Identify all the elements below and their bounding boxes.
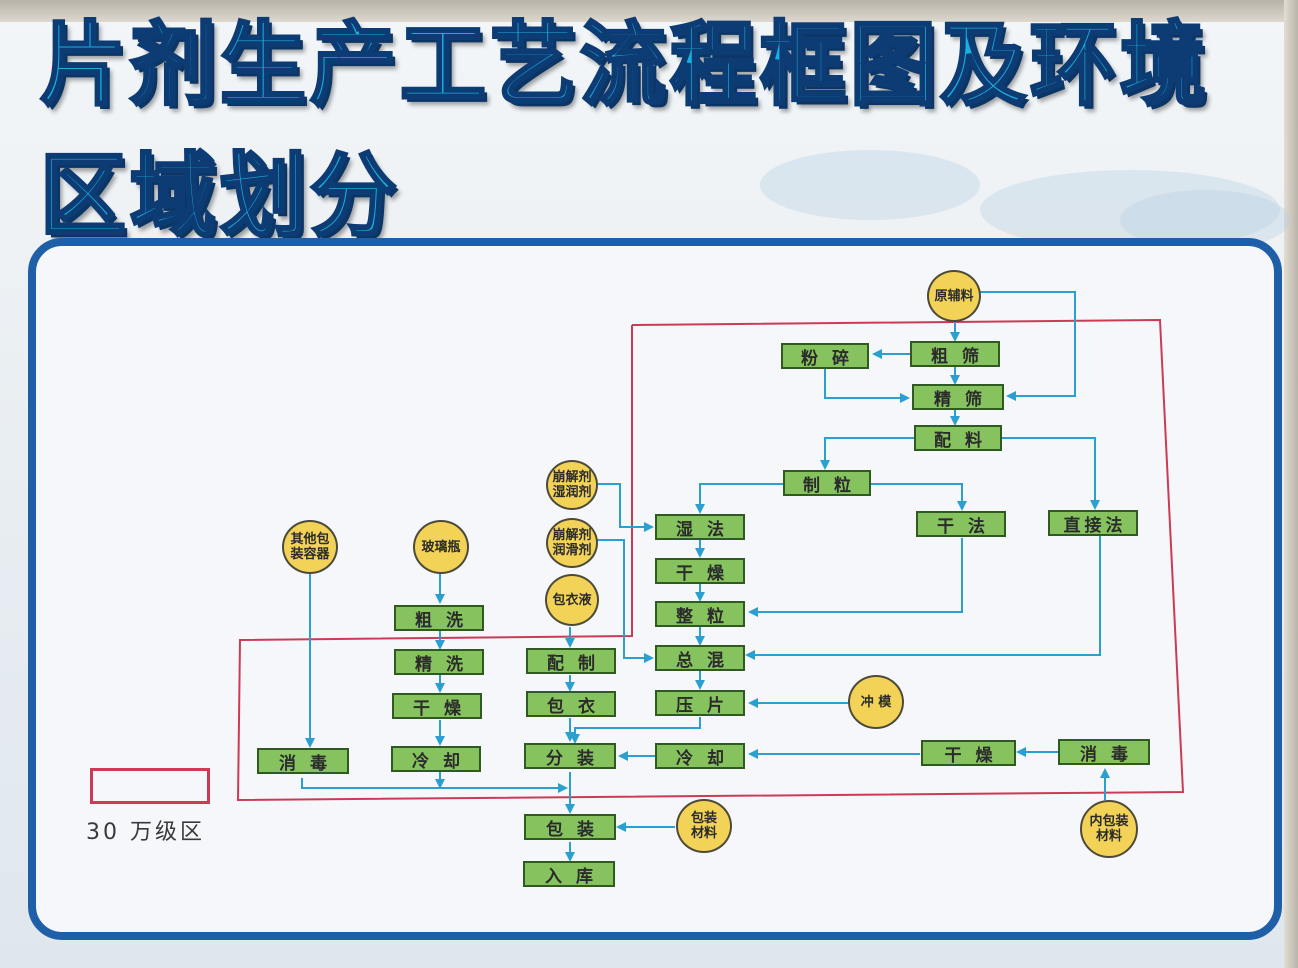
node-batching: 配料 — [914, 425, 1002, 451]
diagram-panel — [28, 238, 1282, 940]
raw-material-source: 原辅料 — [927, 270, 981, 322]
picture-frame-right — [1284, 0, 1298, 968]
source-label: 湿润剂 — [552, 485, 592, 500]
node-warehousing: 入库 — [523, 861, 615, 887]
node-tablet-press: 压片 — [655, 690, 745, 716]
inner-packaging-source: 内包装 材料 — [1080, 800, 1138, 858]
source-label: 崩解剂 — [552, 470, 592, 485]
node-packaging: 包装 — [524, 814, 616, 840]
node-sub-packaging: 分装 — [524, 743, 616, 769]
node-sizing: 整粒 — [655, 601, 745, 627]
source-label: 冲 模 — [860, 694, 892, 710]
node-total-mix: 总混 — [655, 645, 745, 671]
source-label: 其他包 — [290, 532, 330, 547]
cloud — [760, 150, 980, 220]
node-prepare: 配制 — [526, 648, 616, 674]
node-dry-method: 干法 — [916, 511, 1006, 537]
node-granulate: 制粒 — [783, 470, 871, 496]
node-drying-2: 干燥 — [921, 740, 1016, 766]
cloud — [980, 170, 1280, 250]
legend-label: 30 万级区 — [86, 820, 205, 845]
node-crush: 粉碎 — [781, 343, 869, 369]
source-label: 包衣液 — [552, 592, 592, 608]
node-fine-sieve: 精筛 — [912, 384, 1004, 410]
node-disinfect-1: 消毒 — [1058, 739, 1150, 765]
node-rough-wash: 粗洗 — [394, 605, 484, 631]
disintegrant-lubricant-source: 崩解剂 润滑剂 — [546, 518, 598, 568]
picture-frame-top — [0, 0, 1298, 22]
source-label: 玻璃瓶 — [421, 539, 461, 555]
source-label: 内包装 — [1089, 814, 1129, 829]
glass-bottle-source: 玻璃瓶 — [413, 520, 469, 574]
node-direct-method: 直接法 — [1048, 510, 1138, 536]
node-cooling-2: 冷却 — [391, 746, 481, 772]
source-label: 材料 — [690, 826, 717, 841]
node-fine-wash: 精洗 — [394, 649, 484, 675]
node-disinfect-2: 消毒 — [257, 748, 349, 774]
source-label: 材料 — [1095, 829, 1122, 844]
legend-swatch — [90, 768, 210, 804]
source-label: 装容器 — [290, 547, 330, 562]
coating-liquid-source: 包衣液 — [545, 574, 599, 626]
other-container-source: 其他包 装容器 — [282, 520, 338, 574]
node-cooling-1: 冷却 — [655, 743, 745, 769]
node-drying-1: 干燥 — [655, 558, 745, 584]
node-wet-method: 湿法 — [655, 514, 745, 540]
packaging-material-source: 包装 材料 — [676, 799, 732, 853]
punch-die-source: 冲 模 — [848, 675, 904, 729]
disintegrant-wetting-source: 崩解剂 湿润剂 — [546, 460, 598, 510]
source-label: 崩解剂 — [552, 528, 592, 543]
source-label: 原辅料 — [934, 288, 974, 304]
node-drying-3: 干燥 — [392, 693, 482, 719]
node-coating: 包衣 — [526, 691, 616, 717]
source-label: 润滑剂 — [552, 543, 592, 558]
node-coarse-sieve: 粗筛 — [910, 341, 1000, 367]
source-label: 包装 — [690, 811, 717, 826]
